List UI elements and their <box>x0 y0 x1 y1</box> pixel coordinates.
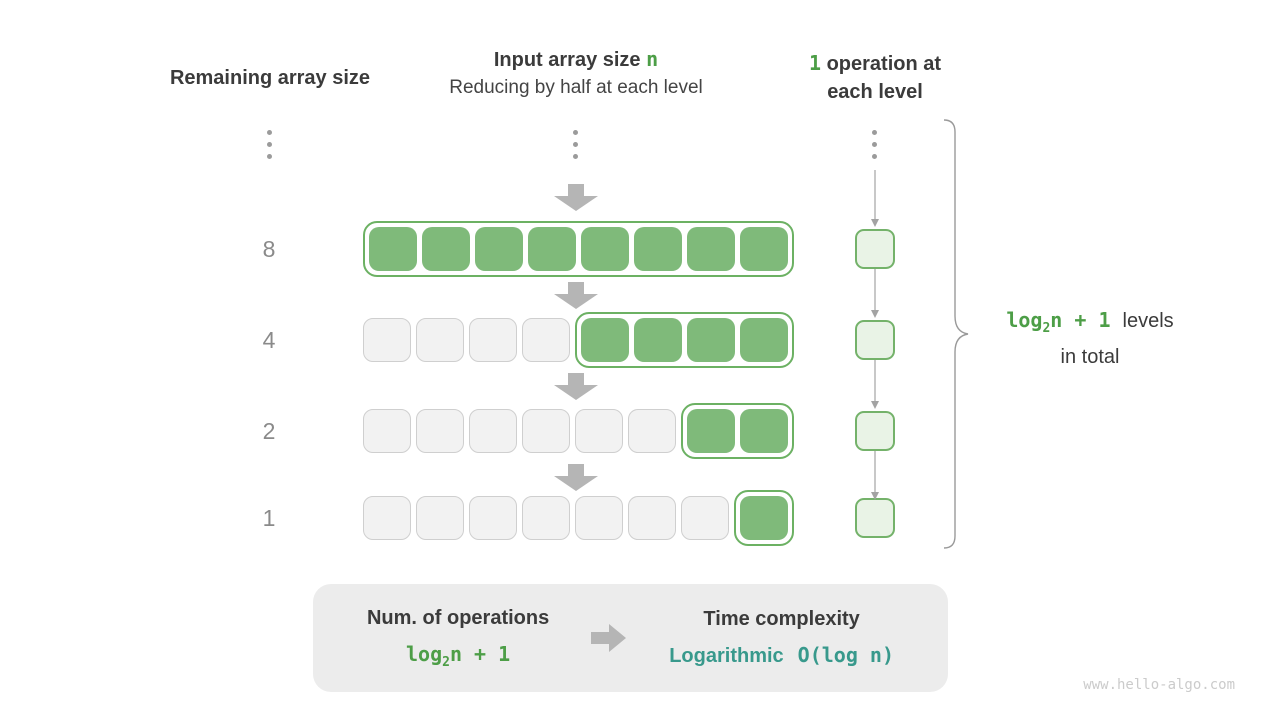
row-size-label: 1 <box>262 505 276 531</box>
array-cell-active <box>687 409 735 453</box>
array-cell-discarded <box>416 409 464 453</box>
complexity-name: Logarithmic <box>669 645 784 667</box>
array-cell-discarded <box>628 496 676 540</box>
implies-arrow-icon <box>591 624 627 652</box>
array-cell-active <box>475 227 523 271</box>
array-cell-discarded <box>681 496 729 540</box>
header-input-array-size: Input array size n Reducing by half at e… <box>420 45 732 102</box>
array-cell-discarded <box>416 496 464 540</box>
header-reducing-by-half: Reducing by half at each level <box>449 77 703 98</box>
array-cell-active <box>740 318 788 362</box>
reduce-step-arrow-icon <box>554 184 598 216</box>
header-one-operation-line2: each level <box>827 81 923 103</box>
array-cell-discarded <box>363 318 411 362</box>
reduce-step-arrow-icon <box>554 464 598 496</box>
row-size-label: 4 <box>262 327 276 353</box>
summary-complexity: Time complexity Logarithmic O(log n) <box>669 608 894 668</box>
array-row <box>363 221 794 277</box>
levels-total-line2: in total <box>1060 346 1120 368</box>
summary-operations-title: Num. of operations <box>366 606 550 629</box>
array-cell-discarded <box>522 318 570 362</box>
complexity-big-o: O(log n) <box>797 643 894 667</box>
array-cell-discarded <box>469 409 517 453</box>
levels-formula: log2n + 1 <box>1006 308 1111 336</box>
array-cell-active <box>687 318 735 362</box>
array-row <box>363 312 794 368</box>
operation-square <box>855 320 895 360</box>
vertical-ellipsis-center <box>573 130 578 159</box>
header-one-operation: 1 operation at each level <box>775 49 975 106</box>
array-cell-active <box>581 318 629 362</box>
header-input-prefix: Input array size <box>493 49 647 71</box>
header-input-array-size-line1: Input array size n <box>420 45 732 74</box>
vertical-ellipsis-right <box>872 130 877 159</box>
reduce-step-arrow-icon <box>554 282 598 314</box>
active-subarray-outline <box>681 403 794 459</box>
array-cell-discarded <box>363 496 411 540</box>
array-row <box>363 490 794 546</box>
header-operation-count: 1 <box>808 51 822 75</box>
array-cell-discarded <box>522 496 570 540</box>
summary-operations-formula: log2n + 1 <box>406 641 511 670</box>
array-row <box>363 403 794 459</box>
array-cell-active <box>369 227 417 271</box>
array-cell-discarded <box>416 318 464 362</box>
array-cell-discarded <box>522 409 570 453</box>
row-size-label: 2 <box>262 418 276 444</box>
array-cell-active <box>740 227 788 271</box>
header-one-operation-line1: 1 operation at <box>775 49 975 78</box>
watermark: www.hello-algo.com <box>1083 677 1235 693</box>
array-cell-active <box>528 227 576 271</box>
summary-box: Num. of operations log2n + 1 Time comple… <box>313 584 948 692</box>
active-subarray-outline <box>575 312 794 368</box>
array-cell-active <box>422 227 470 271</box>
array-cell-discarded <box>469 318 517 362</box>
array-cell-active <box>687 227 735 271</box>
levels-word: levels <box>1122 310 1174 332</box>
array-cell-discarded <box>575 409 623 453</box>
row-size-label: 8 <box>262 236 276 262</box>
operation-square <box>855 229 895 269</box>
active-subarray-outline <box>734 490 794 546</box>
levels-total-label: log2n + 1 levels in total <box>985 306 1195 372</box>
operations-flow-arrows <box>871 170 879 500</box>
array-cell-active <box>581 227 629 271</box>
summary-operations: Num. of operations log2n + 1 <box>367 607 549 670</box>
reduce-step-arrow-icon <box>554 373 598 405</box>
array-cell-active <box>634 227 682 271</box>
array-cell-active <box>740 496 788 540</box>
array-cell-discarded <box>575 496 623 540</box>
array-cell-active <box>740 409 788 453</box>
levels-total-line1: log2n + 1 levels <box>985 306 1195 343</box>
header-remaining-array-size: Remaining array size <box>169 67 371 89</box>
header-operation-rest: operation at <box>821 53 942 75</box>
array-cell-active <box>634 318 682 362</box>
summary-complexity-value: Logarithmic O(log n) <box>669 643 894 668</box>
array-cell-discarded <box>469 496 517 540</box>
summary-complexity-title: Time complexity <box>703 608 860 630</box>
levels-brace <box>943 119 969 549</box>
header-input-var-n: n <box>646 47 659 71</box>
operation-square <box>855 411 895 451</box>
array-cell-discarded <box>363 409 411 453</box>
vertical-ellipsis-left <box>267 130 272 159</box>
array-cell-discarded <box>628 409 676 453</box>
active-subarray-outline <box>363 221 794 277</box>
